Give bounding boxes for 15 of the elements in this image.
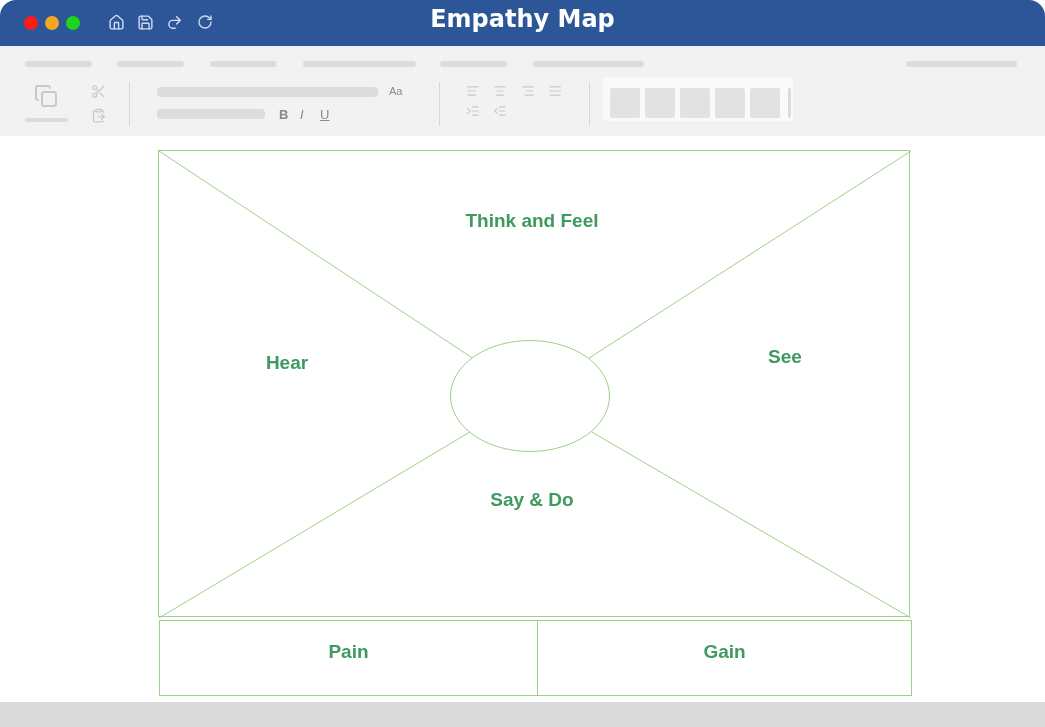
quadrant-label: See	[768, 345, 802, 367]
diagram-title: Empathy Map	[430, 5, 615, 33]
quadrant-label: Gain	[703, 641, 746, 664]
quadrant-label: Say & Do	[490, 488, 574, 510]
quadrant-label: Hear	[265, 351, 309, 373]
quadrant-label: Pain	[328, 641, 369, 664]
section-box	[159, 620, 538, 696]
toolbar-text: B	[279, 108, 289, 121]
toolbar-text: U	[320, 108, 330, 121]
quadrant-label: Think and Feel	[465, 209, 599, 231]
toolbar-text: I	[300, 108, 304, 121]
section-box	[537, 620, 912, 696]
center-ellipse	[450, 340, 610, 452]
map-frame	[158, 150, 910, 617]
toolbar-text: Aa	[389, 86, 403, 97]
